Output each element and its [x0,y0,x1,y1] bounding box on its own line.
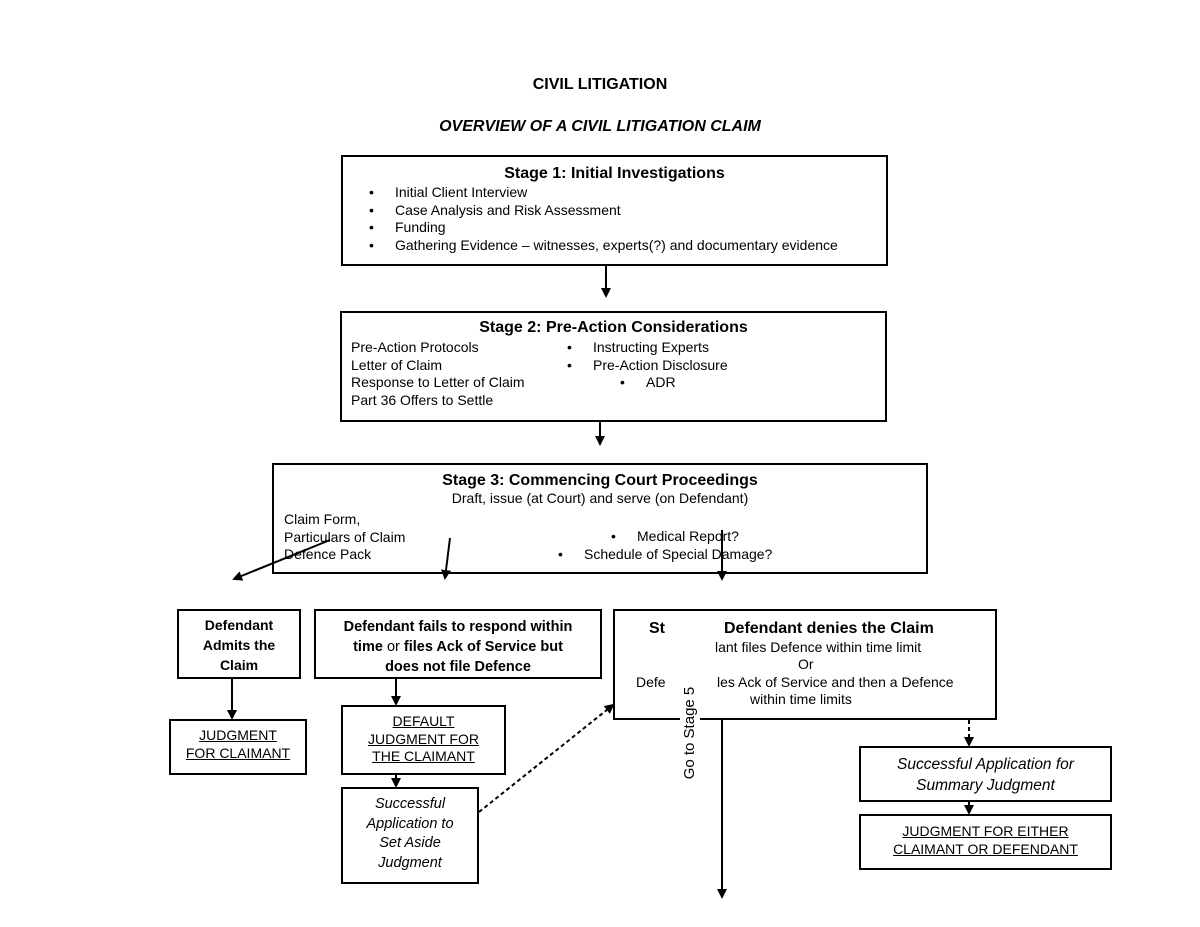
defendant-fails-line: Defendant fails to respond within [343,619,573,635]
stage-2-box: Stage 2: Pre-Action Considerations Pre-A… [340,311,887,422]
list-item: Funding [369,219,886,237]
defendant-admits-line: Claim [219,657,259,673]
stage-3-title: Stage 3: Commencing Court Proceedings [442,472,758,489]
stage-1-title: Stage 1: Initial Investigations [504,165,725,182]
denies-line-1: lant files Defence within time limit [715,639,922,655]
list-item: Initial Client Interview [369,184,886,202]
list-item: Gathering Evidence – witnesses, experts(… [369,237,886,255]
defendant-admits-box: Defendant Admits the Claim [177,609,301,679]
document-subtitle: OVERVIEW OF A CIVIL LITIGATION CLAIM [439,118,761,135]
list-item: Pre-Action Protocols [351,339,479,355]
summary-line: Successful Application for [897,756,1074,773]
denies-line-3a: Defe [636,674,666,690]
stage-3-subtitle: Draft, issue (at Court) and serve (on De… [451,490,749,506]
set-aside-line: Set Aside [379,835,441,851]
summary-line: Summary Judgment [916,777,1055,794]
judgment-either-line: CLAIMANT OR DEFENDANT [893,840,1078,857]
defendant-fails-text: files Ack of Service but [403,639,563,655]
denies-title: Defendant denies the Claim [724,620,934,637]
denies-line-3b: les Ack of Service and then a Defence [717,674,954,690]
judgment-line: JUDGMENT [199,727,277,743]
stage-1-box: Stage 1: Initial Investigations Initial … [341,155,888,266]
stage-2-left-list: Pre-Action Protocols Letter of Claim Res… [351,339,525,409]
list-item: Instructing Experts [567,339,728,357]
stage-3-box: Stage 3: Commencing Court Proceedings Dr… [272,463,928,574]
list-item: Pre-Action Disclosure [567,357,728,375]
denies-line-2: Or [798,656,814,672]
go-to-stage-5-label: Go to Stage 5 [680,668,700,798]
list-item: Case Analysis and Risk Assessment [369,202,886,220]
judgment-for-claimant-box: JUDGMENT FOR CLAIMANT [169,719,307,775]
denies-line-4: within time limits [750,691,852,707]
list-item: Medical Report? [611,528,772,546]
default-judgment-line: JUDGMENT FOR [368,730,479,747]
judgment-line: FOR CLAIMANT [185,744,291,761]
defendant-denies-box: St Defendant denies the Claim lant files… [613,609,997,720]
stage-3-left-list: Claim Form, Particulars of Claim Defence… [284,511,405,564]
default-judgment-line: THE CLAIMANT [372,748,475,764]
set-aside-line: Successful [374,796,446,812]
stage-1-list: Initial Client Interview Case Analysis a… [369,184,886,254]
judgment-either-line: JUDGMENT FOR EITHER [902,823,1069,839]
list-item: Defence Pack [284,546,372,562]
stage-2-title: Stage 2: Pre-Action Considerations [479,319,748,336]
defendant-fails-text: or [382,639,404,655]
judgment-either-box: JUDGMENT FOR EITHER CLAIMANT OR DEFENDAN… [859,814,1112,870]
list-item: Response to Letter of Claim [351,374,525,390]
document-title: CIVIL LITIGATION [532,76,668,93]
list-item: Particulars of Claim [284,528,406,545]
list-item: Part 36 Offers to Settle [351,391,494,408]
list-item: Schedule of Special Damage? [558,546,772,564]
defendant-admits-line: Defendant [204,617,274,633]
default-judgment-box: DEFAULT JUDGMENT FOR THE CLAIMANT [341,705,506,775]
defendant-fails-line: does not file Defence [385,659,531,675]
set-aside-box: Successful Application to Set Aside Judg… [341,787,479,884]
defendant-fails-text: time [353,639,383,655]
list-item: Letter of Claim [351,356,443,373]
summary-judgment-box: Successful Application for Summary Judgm… [859,746,1112,802]
defendant-admits-line: Admits the [202,637,276,653]
stage-3-right-list: Medical Report? Schedule of Special Dama… [558,528,772,563]
default-judgment-line: DEFAULT [392,713,455,729]
list-item: Claim Form, [284,511,361,527]
stage-2-right-list: Instructing Experts Pre-Action Disclosur… [567,339,728,392]
denies-stage-prefix: St [649,620,665,637]
defendant-fails-box: Defendant fails to respond within time o… [314,609,602,679]
list-item: ADR [620,374,728,392]
set-aside-line: Application to [366,815,454,832]
set-aside-line: Judgment [378,854,442,871]
defendant-fails-line: time or files Ack of Service but [316,637,600,657]
